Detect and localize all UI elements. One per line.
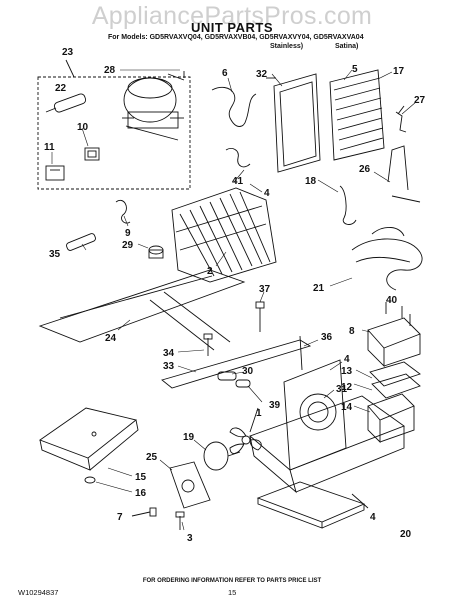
part-6-tube — [211, 86, 257, 168]
callout-36: 36 — [321, 332, 333, 343]
callout-31: 31 — [336, 384, 348, 395]
leader-lines — [51, 69, 417, 531]
part-9-clip — [115, 200, 131, 224]
callout-19: 19 — [183, 432, 195, 443]
part-30-plug — [217, 371, 237, 381]
callout-34: 34 — [163, 348, 175, 359]
callout-18: 18 — [305, 176, 317, 187]
part-36-rod — [299, 335, 303, 371]
callout-26: 26 — [359, 164, 371, 175]
callout-21: 21 — [313, 283, 325, 294]
part-16-screw — [84, 476, 96, 484]
document-number: W10294837 — [18, 588, 59, 597]
part-33-rail — [161, 339, 312, 389]
part-25-bracket — [169, 461, 211, 509]
part-3-screw — [175, 511, 185, 530]
callout-39: 39 — [269, 400, 281, 411]
callout-1: 1 — [256, 408, 262, 419]
callout-16: 16 — [135, 488, 147, 499]
callout-14: 14 — [341, 402, 353, 413]
callout-11: 11 — [44, 142, 55, 153]
callout-13: 13 — [341, 366, 353, 377]
callout-33: 33 — [163, 361, 175, 372]
part-37-screw — [255, 301, 265, 332]
part-29-grommet — [148, 245, 164, 259]
callout-labels: 23 28 6 32 5 17 22 10 11 27 41 4 26 18 9… — [44, 47, 426, 544]
callout-37: 37 — [259, 284, 271, 295]
part-10-overload — [84, 147, 100, 161]
part-22-relay — [45, 93, 87, 113]
callout-30: 30 — [242, 366, 254, 377]
callout-10: 10 — [77, 122, 89, 133]
callout-23: 23 — [62, 47, 74, 58]
part-8-control-box — [367, 317, 421, 368]
callout-8: 8 — [349, 326, 355, 337]
finish-note-stainless: Stainless) — [270, 43, 304, 50]
callout-41: 41 — [232, 176, 244, 187]
callout-27: 27 — [414, 95, 426, 106]
compressor — [122, 71, 185, 141]
part-2-grille — [171, 187, 277, 283]
callout-24: 24 — [105, 333, 117, 344]
ordering-note: FOR ORDERING INFORMATION REFER TO PARTS … — [142, 578, 322, 584]
finish-note-satina: Satina) — [335, 43, 359, 50]
callout-40: 40 — [386, 295, 398, 306]
callout-32: 32 — [256, 69, 268, 80]
part-26-tubing — [387, 145, 421, 203]
part-18-wire — [339, 185, 357, 225]
part-7-screw — [131, 507, 157, 517]
callout-6: 6 — [222, 68, 228, 79]
callout-22: 22 — [55, 83, 67, 94]
callout-15: 15 — [135, 472, 147, 483]
callout-12: 12 — [341, 382, 353, 393]
part-31-shroud — [283, 359, 347, 471]
part-24-frame — [38, 269, 246, 351]
page-title: UNIT PARTS — [190, 20, 274, 35]
part-1-fan-blade — [229, 407, 262, 454]
page-number: 15 — [228, 588, 237, 597]
callout-7: 7 — [117, 512, 123, 523]
part-34-screw — [203, 333, 213, 356]
callout-35: 35 — [49, 249, 61, 260]
watermark-text: AppliancePartsPros.com — [91, 2, 373, 30]
callout-5: 5 — [352, 64, 358, 75]
callout-9: 9 — [125, 228, 131, 239]
callout-3: 3 — [187, 533, 193, 544]
part-13-module — [369, 361, 421, 399]
callout-20: 20 — [400, 529, 412, 540]
part-27-bracket — [395, 105, 407, 133]
part-14-housing — [367, 393, 415, 444]
compressor-kit-box — [37, 59, 191, 190]
part-19-fan-motor — [203, 441, 241, 471]
callout-4c: 4 — [370, 512, 376, 523]
callout-28: 28 — [104, 65, 116, 76]
callout-25: 25 — [146, 452, 158, 463]
part-39-plug — [235, 379, 251, 388]
callout-4a: 4 — [264, 188, 270, 199]
part-11-relay — [45, 165, 65, 181]
callout-4b: 4 — [344, 354, 350, 365]
part-4-screw-lower — [351, 493, 369, 509]
part-17-condenser — [329, 69, 385, 161]
callout-17: 17 — [393, 66, 405, 77]
callout-2: 2 — [207, 266, 213, 277]
part-35-plug — [66, 233, 96, 251]
models-line: For Models: GD5RVAXVQ04, GD5RVAXVB04, GD… — [108, 34, 364, 41]
part-20-tray — [256, 481, 366, 529]
part-15-drain-pan — [39, 407, 139, 471]
callout-29: 29 — [122, 240, 134, 251]
part-5-cover — [266, 73, 321, 173]
part-21-harness — [351, 227, 423, 291]
